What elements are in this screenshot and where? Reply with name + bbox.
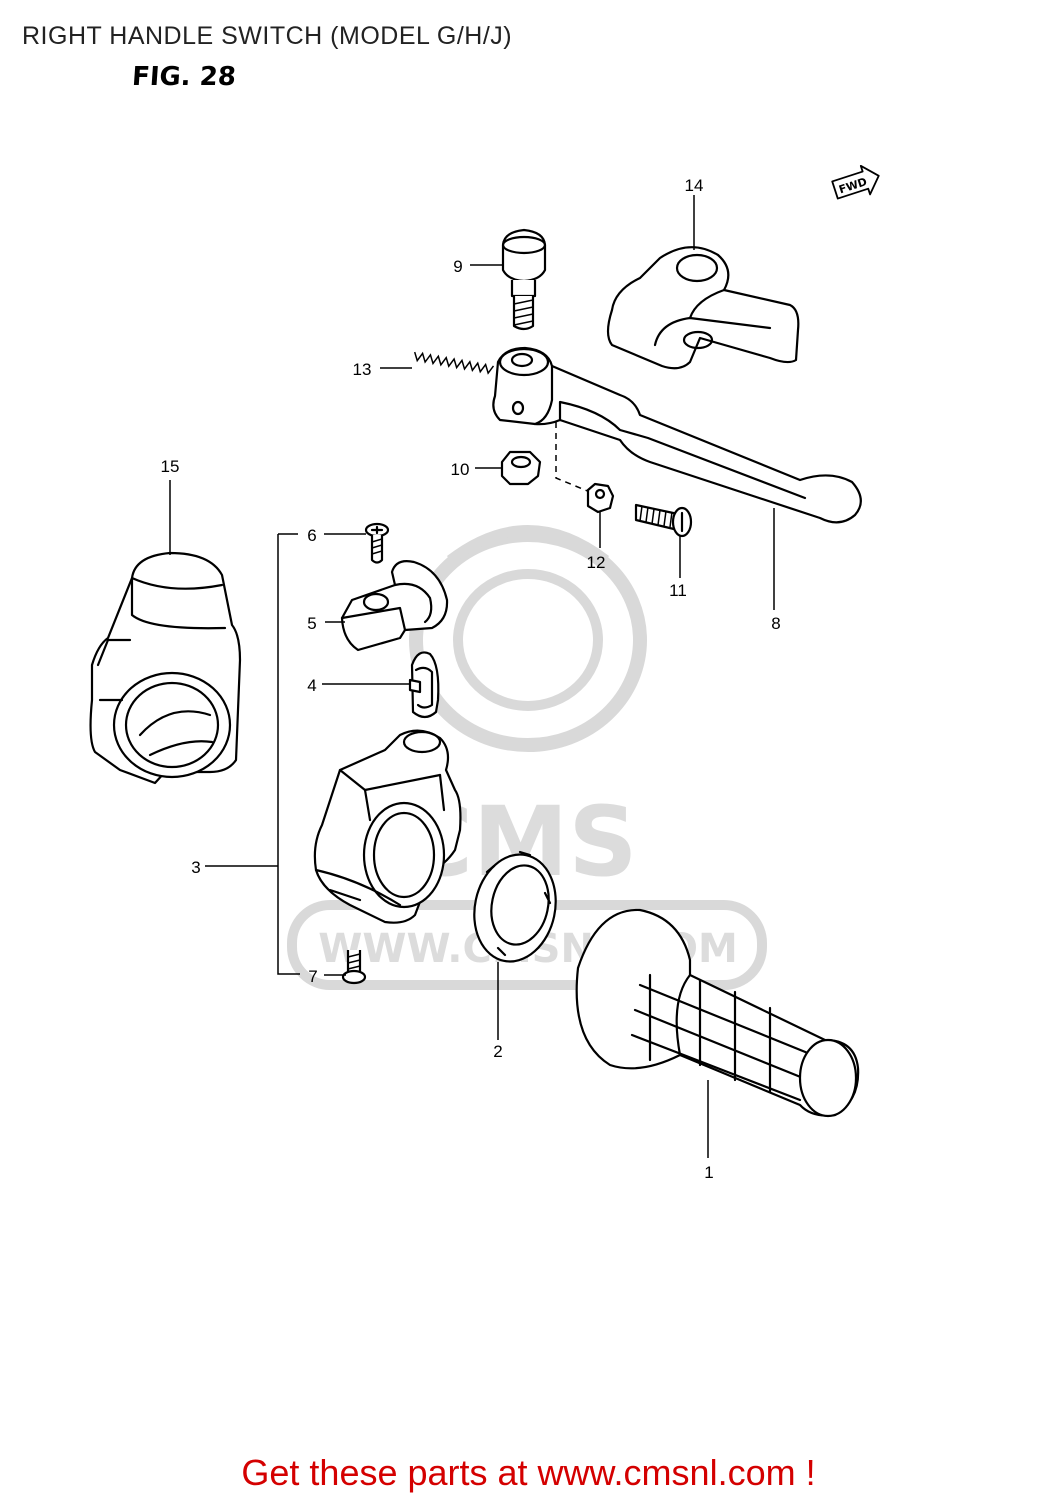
callout-12: 12 — [587, 553, 606, 572]
part-12-nut — [586, 482, 615, 514]
part-8-brake-lever — [492, 346, 862, 524]
callout-14: 14 — [685, 176, 704, 195]
callout-13: 13 — [353, 360, 372, 379]
part-10-nut — [500, 450, 542, 486]
part-13-spring — [413, 351, 495, 375]
part-3-switch-housing — [313, 729, 462, 924]
part-1-grip — [575, 908, 860, 1118]
callout-5: 5 — [307, 614, 316, 633]
part-4-clip — [408, 651, 440, 719]
callout-8: 8 — [771, 614, 780, 633]
callout-15: 15 — [161, 457, 180, 476]
callout-6: 6 — [307, 526, 316, 545]
diagram-title: RIGHT HANDLE SWITCH (MODEL G/H/J) — [22, 22, 513, 50]
part-6-screw — [364, 522, 390, 564]
part-2-flange — [473, 850, 557, 963]
part-7-screw — [341, 950, 367, 985]
callout-2: 2 — [493, 1042, 502, 1061]
part-15-switch-cover — [89, 551, 242, 785]
footer-parts-link[interactable]: Get these parts at www.cmsnl.com ! — [241, 1452, 816, 1493]
callout-11: 11 — [669, 581, 687, 600]
callout-7: 7 — [308, 967, 317, 986]
part-11-adjuster-screw — [634, 503, 693, 538]
callout-10: 10 — [451, 460, 470, 479]
part-5-cable-holder — [340, 560, 449, 652]
callout-labels: 14 9 13 10 15 6 12 11 8 5 4 3 7 2 1 — [161, 176, 781, 1182]
forward-arrow-icon: FWD — [831, 164, 880, 200]
leader-lines — [169, 195, 775, 1158]
callout-4: 4 — [307, 676, 316, 695]
callout-1: 1 — [704, 1163, 713, 1182]
callout-9: 9 — [453, 257, 462, 276]
part-9-pivot-bolt — [501, 228, 547, 331]
part-14-lever-cover — [606, 246, 800, 370]
callout-3: 3 — [191, 858, 200, 877]
